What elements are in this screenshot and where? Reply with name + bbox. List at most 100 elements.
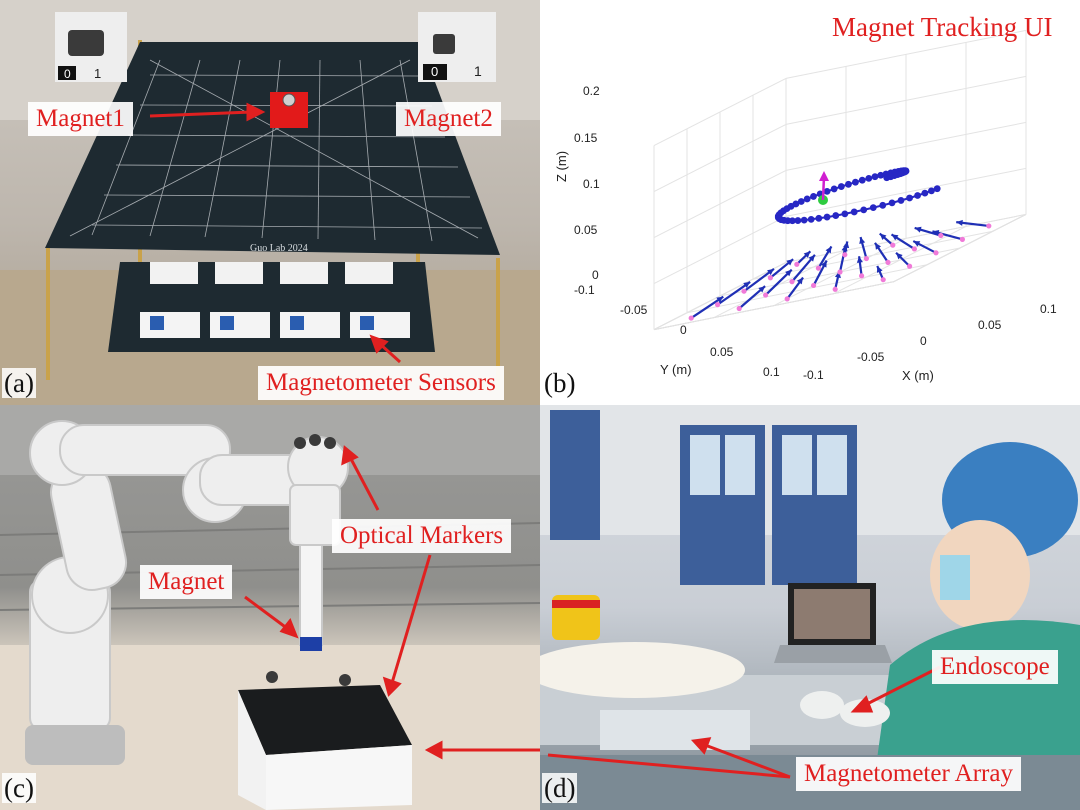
field-vector-head: [913, 241, 921, 247]
field-vector-head: [743, 281, 751, 289]
ruler-left-zero: 0: [64, 67, 71, 81]
ruler-inset-left: [55, 12, 127, 82]
subject: [540, 642, 745, 698]
z-tick-0.05: 0.05: [574, 223, 598, 237]
field-vector-head: [874, 242, 882, 250]
field-vector: [690, 295, 724, 319]
trajectory-point: [865, 174, 873, 182]
x-tick-neg0.05: -0.05: [857, 350, 885, 364]
trajectory-point: [823, 187, 831, 195]
y-tick-0.1: 0.1: [763, 365, 780, 379]
grid-line: [653, 281, 895, 331]
y-tick-0.05: 0.05: [710, 345, 734, 359]
sensor-point: [789, 279, 795, 285]
grid-line: [653, 123, 787, 193]
label-magnet2: Magnet2: [396, 102, 501, 136]
trajectory-point: [837, 183, 845, 190]
trajectory-point: [850, 208, 858, 216]
grid-line: [785, 75, 1027, 125]
current-pose-marker: [818, 171, 829, 205]
trajectory-point: [883, 174, 891, 182]
grid-line: [893, 213, 1027, 283]
field-vector-head: [956, 219, 963, 226]
trajectory-point: [823, 213, 831, 221]
field-vector-head: [821, 260, 827, 268]
trajectory-point: [921, 189, 929, 197]
sensor-point: [688, 315, 694, 321]
field-vector-head: [856, 256, 863, 263]
ui-title: Magnet Tracking UI: [832, 12, 1053, 42]
trajectory-point: [871, 173, 879, 181]
sensor-point: [837, 269, 843, 275]
field-vector-head: [758, 286, 766, 293]
trajectory-point: [794, 217, 802, 224]
ruler-right-one: 1: [474, 63, 482, 79]
trajectory-point: [877, 171, 885, 179]
ruler-inset-right: [418, 12, 496, 82]
sensor-point: [794, 261, 800, 267]
panel-d-illustration: [540, 405, 1080, 810]
trajectory-point: [897, 197, 905, 204]
x-tick-0: 0: [920, 334, 927, 348]
annotation-arrows: [244, 445, 540, 760]
sensor-points: [688, 223, 992, 321]
ruler-right-zero: 0: [431, 64, 439, 79]
trajectory-point: [906, 194, 913, 202]
label-endoscope: Endoscope: [932, 650, 1058, 684]
trajectory-point: [933, 185, 941, 193]
panel-b-tracking-ui: Magnet Tracking UI 0.2 0.15 0.1 0.05 0 Z…: [540, 0, 1080, 405]
sensor-point: [986, 223, 992, 229]
field-vector-head: [825, 246, 832, 254]
tracking-3d-plot: [653, 29, 1027, 331]
panel-tag-c: (c): [2, 773, 36, 803]
sensor-point: [842, 252, 848, 258]
sensor-point: [741, 288, 747, 294]
field-vector-head: [716, 296, 724, 303]
field-vector-head: [932, 230, 940, 236]
sensor-point: [715, 302, 721, 308]
sensor-point: [767, 275, 773, 281]
sensor-point: [863, 255, 869, 262]
trajectory-point: [841, 210, 849, 218]
field-vector-head: [859, 237, 866, 244]
annotation-arrows: [547, 665, 941, 779]
y-tick-0: 0: [680, 323, 687, 337]
ruler-left-one: 1: [94, 66, 102, 81]
plot-grid: [653, 29, 1027, 331]
trajectory-point: [869, 204, 877, 212]
sensor-point: [859, 273, 865, 279]
trajectory-point: [807, 215, 815, 223]
trajectory-point: [852, 178, 859, 186]
label-optical-markers: Optical Markers: [332, 519, 512, 553]
trajectory-point: [815, 214, 823, 222]
trajectory-point: [879, 201, 887, 209]
field-vector-head: [879, 233, 887, 241]
sensor-point: [911, 246, 917, 252]
field-vector-head: [785, 269, 792, 277]
field-vector-head: [914, 226, 922, 233]
sensor-point: [885, 259, 891, 265]
field-vector-head: [786, 259, 794, 266]
trajectory-point: [845, 180, 852, 188]
trajectory-point: [860, 206, 868, 214]
field-vector-head: [796, 277, 804, 285]
top-grid-board: [45, 42, 500, 255]
panel-tag-b: (b): [542, 368, 578, 398]
field-vector-head: [841, 244, 848, 252]
panel-a-illustration: Guo Lab 2024: [0, 0, 540, 405]
sensor-point: [832, 286, 838, 292]
sensor-point: [890, 242, 896, 248]
field-vector: [716, 281, 751, 306]
trajectory-point: [858, 176, 866, 184]
sensor-point: [815, 265, 821, 271]
trajectory-point: [800, 216, 808, 224]
trajectory-point: [914, 192, 921, 199]
x-tick-neg0.1: -0.1: [803, 368, 824, 382]
field-vectors: [690, 219, 989, 319]
magnet-trajectory: [774, 167, 941, 225]
z-axis-label: Z (m): [554, 150, 569, 182]
z-tick-0: 0: [592, 268, 599, 282]
label-magnetometer-sensors: Magnetometer Sensors: [258, 366, 504, 400]
sensor-point: [784, 296, 790, 302]
field-vector-head: [808, 254, 815, 262]
